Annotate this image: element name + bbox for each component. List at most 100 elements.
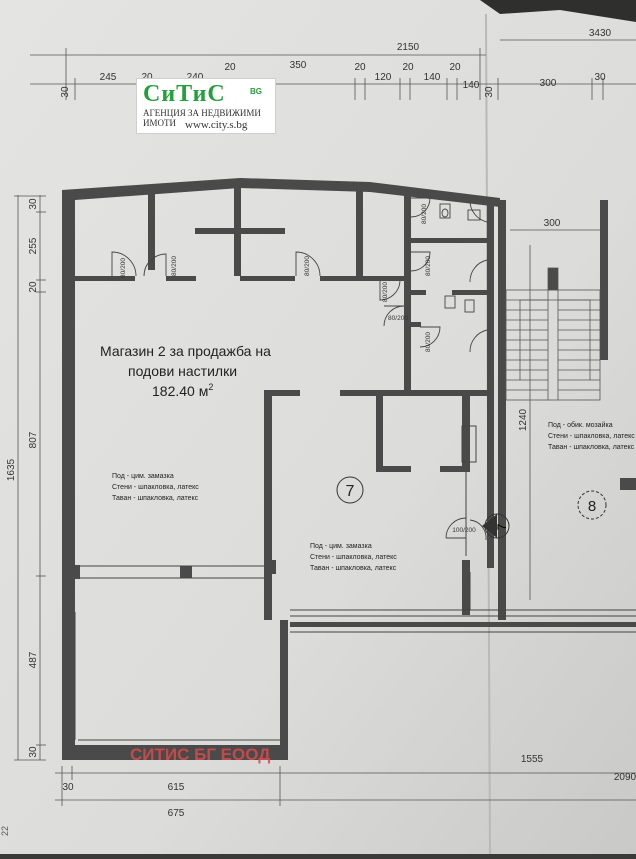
dim-inner-1240: 1240 (518, 408, 529, 431)
wall-partition (195, 228, 285, 234)
paper-page-edge (480, 0, 636, 22)
room-8-ceiling: Таван - шпакловка, латекс (548, 444, 635, 451)
page-number: 22 (0, 826, 10, 836)
logo-url: www.city.s.bg (185, 119, 248, 131)
dim-top-label: 20 (354, 62, 366, 73)
dim-bottom-label: 2090 (614, 772, 636, 783)
toilet (444, 295, 456, 309)
room-8-floor: Под - обик. мозайка (548, 421, 613, 429)
doors (111, 197, 488, 541)
column-left (66, 400, 74, 410)
door-swing (111, 251, 137, 277)
wall-wc (452, 290, 487, 295)
door-swing (295, 251, 321, 277)
room-8-labels: 8 Под - обик. мозайка Стени - шпакловка,… (548, 421, 636, 520)
dim-top-label: 300 (540, 78, 557, 89)
inner-dimension-lines (510, 229, 600, 600)
left-dimension-labels: 30 255 20 807 1635 487 30 (6, 198, 39, 758)
wall-room7 (462, 560, 470, 615)
door-swing (410, 251, 431, 272)
wall-stub (280, 620, 288, 760)
watermark-text: СИТИС БГ ЕООД (130, 745, 271, 764)
wall-wc (411, 322, 421, 327)
wall-partition (75, 276, 135, 281)
door-labels: 80/200 80/200 80/200 80/200 80/200 80/20… (120, 204, 476, 534)
door-swing (469, 259, 488, 283)
wall-wc (411, 290, 426, 295)
wall-partition (240, 276, 295, 281)
door-label: 80/200 (421, 204, 428, 224)
dim-top-label: 30 (484, 86, 495, 98)
stairs (505, 267, 601, 401)
wall-room7 (462, 396, 470, 466)
wall-room7 (264, 390, 272, 620)
room-main-subtitle: подови настилки (128, 363, 237, 379)
entrance-marker: 7 (482, 513, 510, 539)
dim-left-label: 30 (28, 746, 39, 758)
door-swing (143, 253, 167, 277)
dim-top-label: 140 (463, 80, 480, 91)
entrance-number: 7 (495, 523, 509, 530)
room-7-number: 7 (346, 483, 355, 500)
column-mid (180, 566, 192, 578)
door-label: 80/200 (388, 315, 408, 322)
room-main-walls: Стени - шпакловка, латекс (112, 484, 199, 491)
dim-bottom-label: 615 (168, 782, 185, 793)
dim-left-label: 255 (28, 237, 39, 254)
wall-wc (411, 238, 487, 243)
dim-top-label: 240 (187, 72, 204, 83)
wall-stub (234, 234, 241, 276)
dim-left-label: 1635 (6, 458, 17, 481)
door-swing (419, 326, 441, 348)
door-swing (469, 199, 488, 223)
dim-top-label: 120 (375, 72, 392, 83)
bottom-dimension-lines (55, 766, 636, 806)
wall-room7 (383, 466, 411, 472)
dim-top-label: 350 (290, 60, 307, 71)
dim-bottom-label: 675 (168, 808, 185, 819)
door-swing (469, 329, 488, 353)
door-swing (469, 519, 487, 541)
window-frame (461, 425, 477, 463)
door-swing (410, 197, 431, 218)
wall-room7 (376, 396, 383, 472)
logo-name: СиТиС (143, 81, 226, 107)
logo-suffix: BG (250, 87, 262, 96)
room-7-badge (336, 476, 364, 504)
room-main-area: 182.40 м2 (152, 382, 213, 399)
left-dimension-lines (14, 195, 46, 761)
door-label: 80/200 (171, 256, 178, 276)
wall-outer-left (62, 190, 75, 760)
sink (464, 299, 475, 313)
dim-top-label: 20 (141, 72, 153, 83)
dim-top-right: 3430 (589, 28, 612, 39)
room-main-title: Магазин 2 за продажба на (100, 343, 271, 359)
dim-top-label: 20 (402, 62, 414, 73)
door-label: 80/200 (425, 256, 432, 276)
wall-room7 (440, 466, 470, 472)
dim-top-label: 245 (100, 72, 117, 83)
wall-bottom-right (290, 622, 636, 627)
door-label: 80/200 (304, 256, 311, 276)
room-8-number: 8 (588, 498, 596, 515)
door-swing (379, 280, 401, 301)
wall-room7 (264, 390, 300, 396)
wall-stub (234, 188, 241, 228)
room-7-ceiling: Таван - шпакловка, латекс (310, 565, 397, 572)
wall-partition (166, 276, 196, 281)
dim-top-label: 20 (224, 62, 236, 73)
wall-wc (363, 276, 404, 281)
wall-partition (320, 276, 363, 281)
door-label: 80/200 (425, 332, 432, 352)
room-8-walls: Стени - шпакловка, латекс (548, 433, 635, 440)
wall-wc (404, 196, 411, 390)
dim-bottom-label: 30 (62, 782, 74, 793)
door-label: 100/200 (452, 527, 476, 534)
dim-bottom-label: 1555 (521, 754, 544, 765)
dim-left-label: 807 (28, 431, 39, 448)
top-dimension-labels: 2150 3430 30 245 20 240 20 350 20 120 20… (60, 28, 612, 98)
room-7-floor: Под - цим. замазка (310, 543, 372, 550)
column-mid (264, 560, 276, 574)
